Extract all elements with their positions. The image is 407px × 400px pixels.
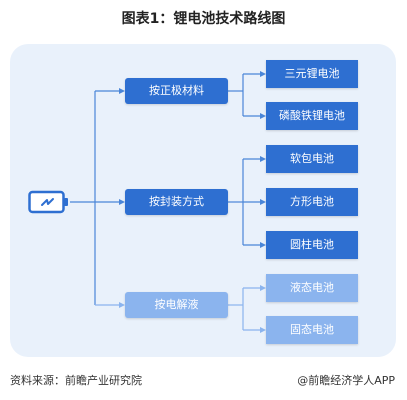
brand-credit: @前瞻经济学人APP bbox=[297, 374, 395, 387]
source-note: 资料来源：前瞻产业研究院 bbox=[10, 374, 142, 387]
category-electrolyte: 按电解液 bbox=[125, 292, 228, 318]
leaf-pouch: 软包电池 bbox=[266, 145, 358, 173]
leaf-cylindrical: 圆柱电池 bbox=[266, 231, 358, 259]
category-cathode-material: 按正极材料 bbox=[125, 78, 228, 104]
category-packaging-method: 按封装方式 bbox=[125, 189, 228, 215]
battery-icon bbox=[28, 189, 70, 219]
leaf-ternary-lithium: 三元锂电池 bbox=[266, 60, 358, 88]
leaf-prismatic: 方形电池 bbox=[266, 188, 358, 216]
chart-title: 图表1：锂电池技术路线图 bbox=[121, 11, 286, 27]
leaf-liquid: 液态电池 bbox=[266, 274, 358, 302]
leaf-solid-state: 固态电池 bbox=[266, 316, 358, 344]
leaf-lfp: 磷酸铁锂电池 bbox=[266, 102, 358, 130]
